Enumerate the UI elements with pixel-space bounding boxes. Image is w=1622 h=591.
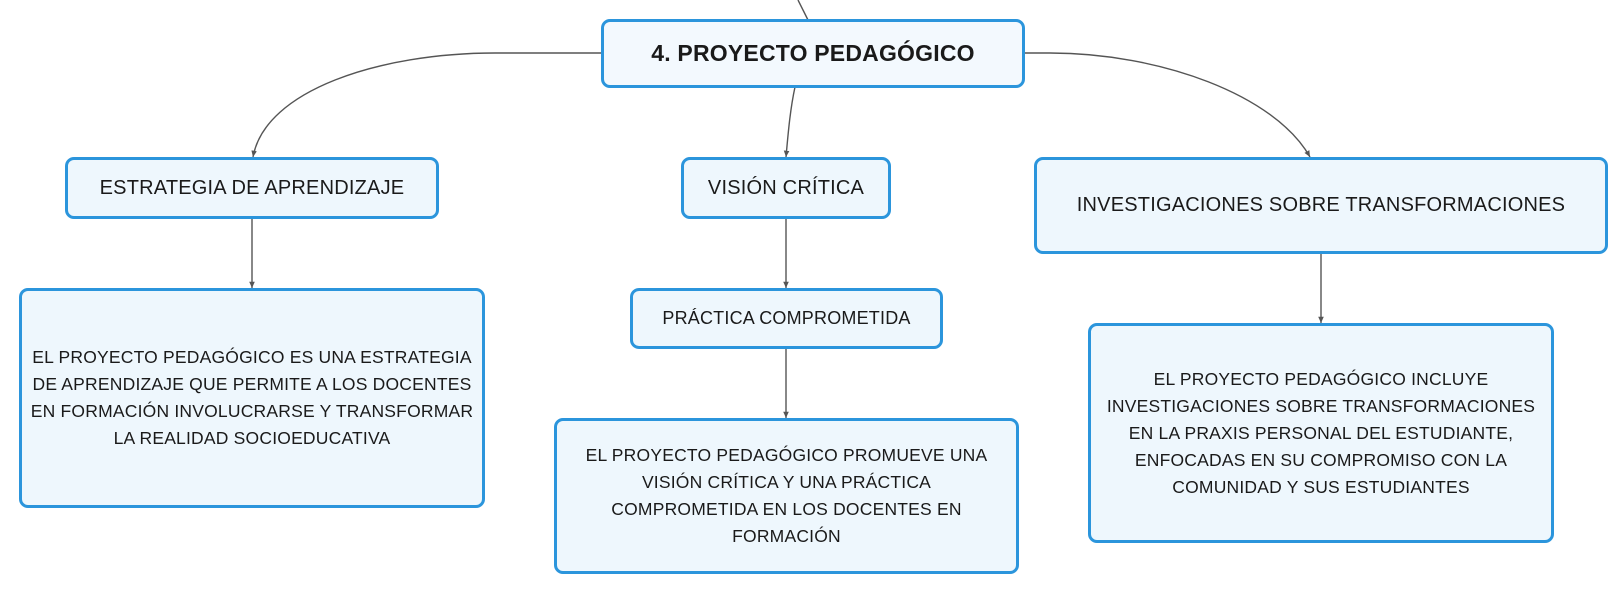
connector-root-left <box>251 52 602 158</box>
connector-root-center <box>783 86 796 158</box>
detail-estrategia[interactable]: EL PROYECTO PEDAGÓGICO ES UNA ESTRATEGIA… <box>19 288 485 508</box>
connector-incoming <box>797 0 809 21</box>
detail-investigaciones[interactable]: EL PROYECTO PEDAGÓGICO INCLUYE INVESTIGA… <box>1088 323 1554 543</box>
node-practica-comprometida[interactable]: PRÁCTICA COMPROMETIDA <box>630 288 943 349</box>
connector-root-right <box>1024 52 1311 158</box>
root-node[interactable]: 4. PROYECTO PEDAGÓGICO <box>601 19 1025 88</box>
node-estrategia-de-aprendizaje[interactable]: ESTRATEGIA DE APRENDIZAJE <box>65 157 439 219</box>
node-vision-critica[interactable]: VISIÓN CRÍTICA <box>681 157 891 219</box>
node-investigaciones-sobre-transformaciones[interactable]: INVESTIGACIONES SOBRE TRANSFORMACIONES <box>1034 157 1608 254</box>
detail-vision-practica[interactable]: EL PROYECTO PEDAGÓGICO PROMUEVE UNA VISI… <box>554 418 1019 574</box>
